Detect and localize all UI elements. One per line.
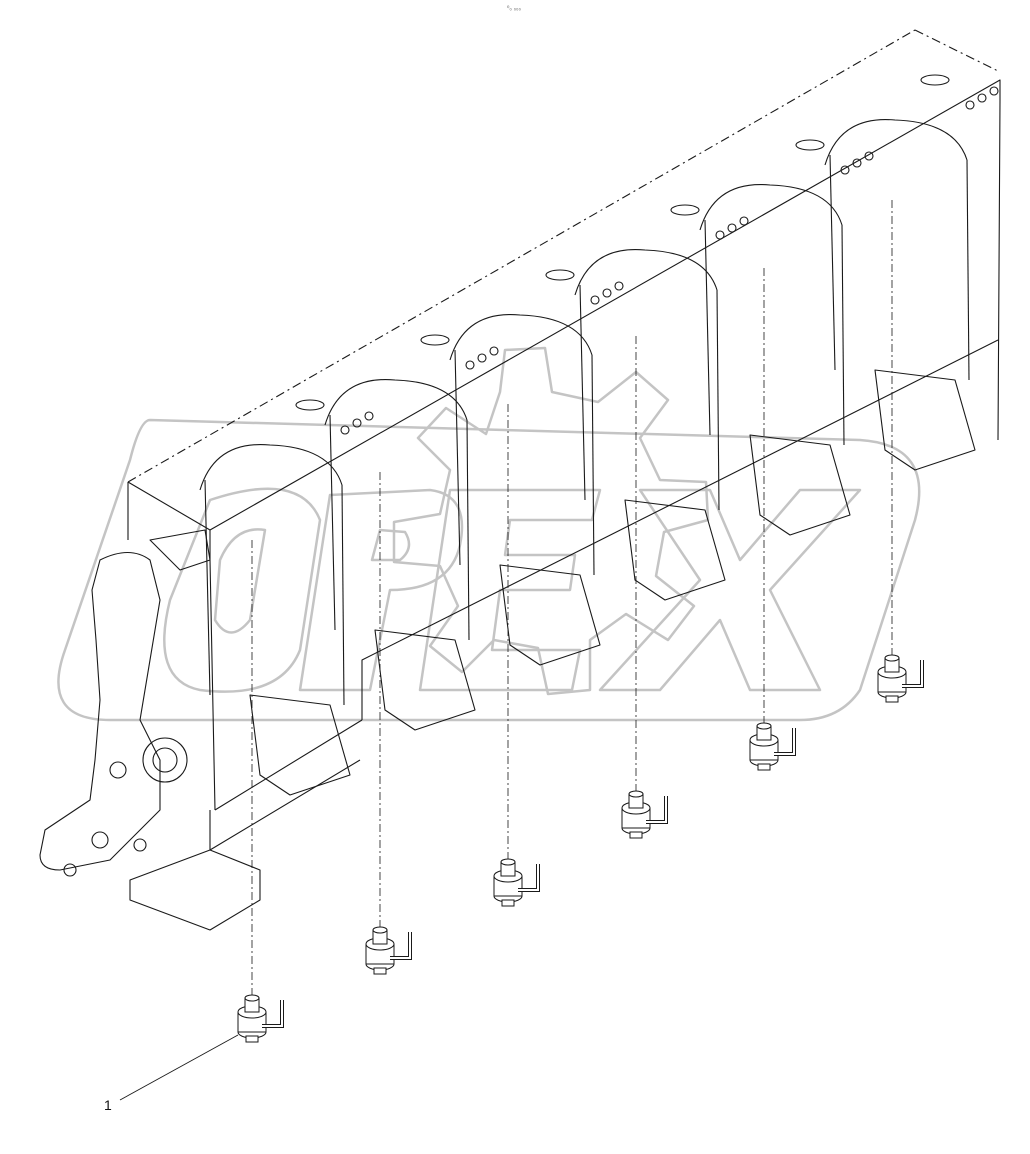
cylinder-bore bbox=[449, 269, 624, 666]
callout-label-1: 1 bbox=[104, 1097, 112, 1113]
cylinder-bore bbox=[699, 139, 874, 536]
piston-cooling-nozzle bbox=[493, 858, 540, 907]
assembly-centerlines bbox=[251, 200, 893, 998]
opex-watermark-logo bbox=[57, 346, 921, 722]
piston-cooling-nozzle bbox=[877, 654, 924, 703]
cylinder-bore bbox=[574, 204, 749, 601]
sheet-top-mark: ⁰₀ ₀₀₀ bbox=[507, 5, 522, 12]
cylinder-bore bbox=[824, 74, 999, 471]
piston-cooling-nozzles bbox=[237, 654, 924, 1043]
piston-cooling-nozzle bbox=[365, 926, 412, 975]
piston-cooling-nozzle bbox=[237, 994, 284, 1043]
piston-cooling-nozzle bbox=[621, 790, 668, 839]
cylinder-block bbox=[39, 29, 1001, 931]
cylinder-bore bbox=[199, 399, 374, 796]
callout-1: 1 bbox=[104, 1034, 239, 1113]
piston-cooling-nozzle bbox=[749, 722, 796, 771]
cylinder-bore bbox=[324, 334, 499, 731]
